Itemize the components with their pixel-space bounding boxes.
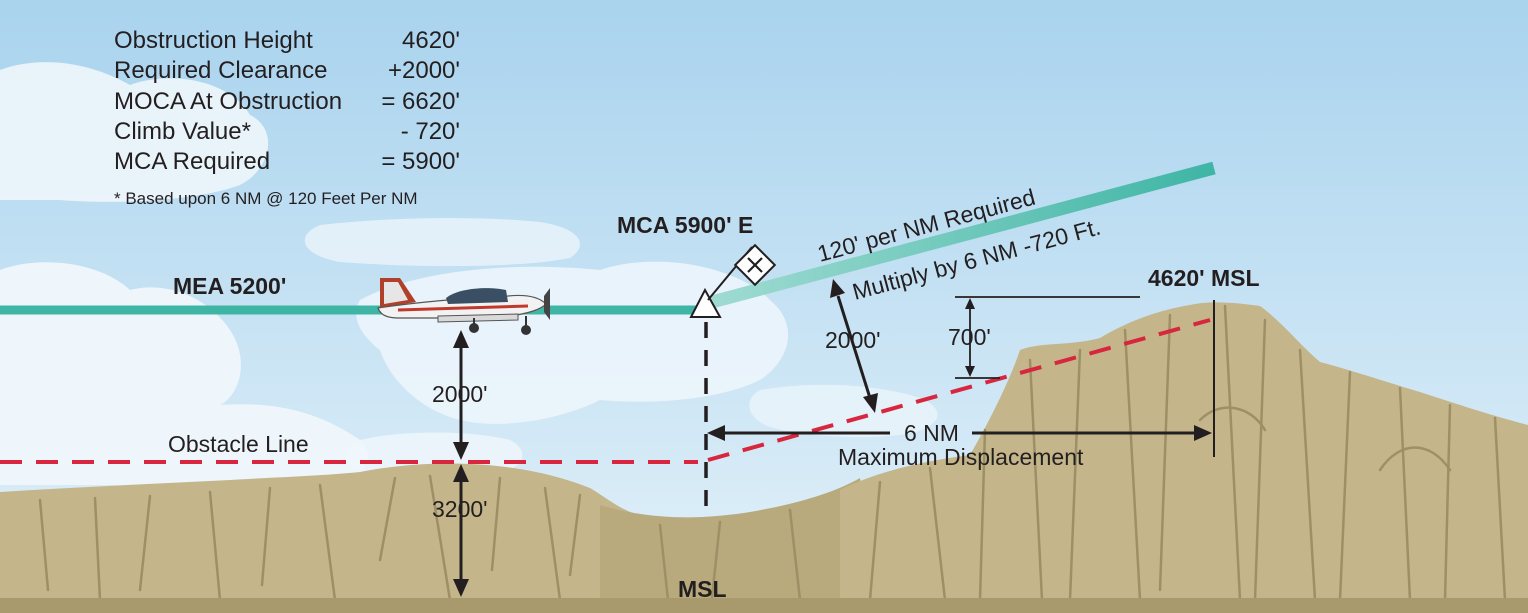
calc-row-value-3: = 6620' [381,88,460,115]
calc-row-value-4: - 720' [401,118,460,145]
calc-table: Obstruction Height 4620' Required Cleara… [114,27,460,208]
label-mca: MCA 5900' E [617,212,753,238]
calc-footnote: * Based upon 6 NM @ 120 Feet Per NM [114,189,418,208]
route [0,161,1216,315]
cloud-right-low [749,384,938,437]
route-climb-segment [710,161,1216,309]
calc-row-value-5: = 5900' [381,148,460,175]
label-clearance-left: 2000' [432,381,488,407]
terrain [0,302,1528,613]
calc-row-label-3: MOCA At Obstruction [114,88,342,115]
airplane-icon [377,278,550,335]
dimension-arrows [453,279,1215,597]
label-obstacle-line: Obstacle Line [168,431,309,457]
label-peak: 4620' MSL [1148,265,1260,291]
calc-row-label-1: Obstruction Height [114,27,313,54]
navaid-triangle-icon [689,287,722,318]
calc-row-value-1: 4620' [402,27,460,54]
calc-row-label-2: Required Clearance [114,57,327,84]
fix-x-icon [733,243,777,287]
calc-row-label-5: MCA Required [114,148,270,175]
obstacle-line-slope [707,318,1211,462]
label-mea: MEA 5200' [173,273,286,299]
label-displacement: Maximum Displacement [838,444,1084,470]
ground-strip [0,598,1528,613]
terrain-valley [600,478,880,613]
terrain-left-plateau [0,463,640,613]
label-msl: MSL [678,576,727,602]
label-700: 700' [948,324,991,350]
arrow-clearance-right [836,295,872,399]
label-clearance-right: 2000' [825,327,881,353]
terrain-ridges [38,304,1507,602]
terrain-right-mountain [840,302,1528,613]
obstacle-line [0,318,1211,464]
cloud-mid-left [0,262,369,485]
label-distance: 6 NM [904,420,959,446]
calc-row-label-4: Climb Value* [114,118,251,145]
cloud-mid-band [304,218,580,267]
cloud-top-left [0,62,269,202]
calc-row-value-2: +2000' [388,57,460,84]
label-terrain-height: 3200' [432,496,488,522]
